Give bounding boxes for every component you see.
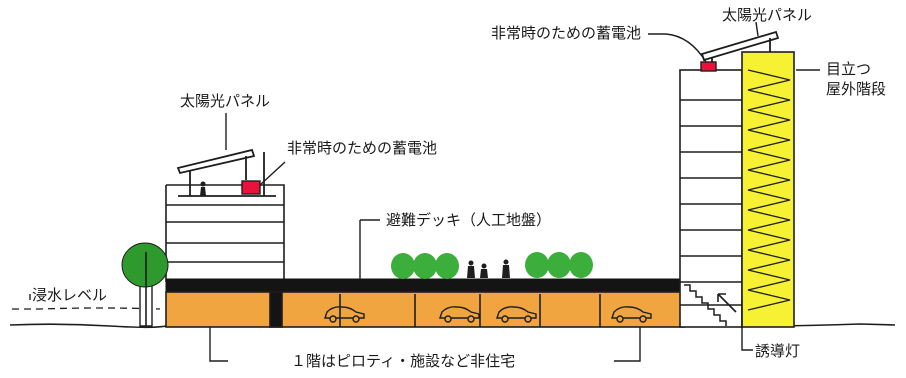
label-solar-panel-left: 太陽光パネル bbox=[180, 92, 271, 110]
tree-icon bbox=[121, 242, 169, 327]
ground-floor bbox=[165, 291, 685, 328]
label-guide-light: 誘導灯 bbox=[755, 342, 801, 360]
leader-lines bbox=[29, 21, 820, 362]
person-icon bbox=[200, 181, 206, 196]
left-building bbox=[165, 184, 285, 283]
battery-right bbox=[700, 61, 717, 72]
shrub-icon bbox=[391, 253, 459, 279]
entry-steps bbox=[684, 284, 727, 326]
person-icon bbox=[467, 259, 510, 278]
car-icon bbox=[439, 306, 480, 323]
label-stairs-line2: 屋外階段 bbox=[826, 80, 887, 98]
left-solar-panel bbox=[176, 148, 276, 197]
flood-level-line bbox=[12, 307, 161, 310]
right-building bbox=[679, 69, 743, 328]
label-battery-left: 非常時のための蓄電池 bbox=[287, 139, 438, 157]
label-solar-panel-right: 太陽光パネル bbox=[722, 6, 813, 24]
label-ground-floor: １階はピロティ・施設など非住宅 bbox=[291, 352, 516, 370]
battery-left bbox=[241, 180, 261, 195]
label-evacuation-deck: 避難デッキ（人工地盤） bbox=[386, 211, 552, 229]
car-icon bbox=[496, 306, 537, 323]
car-icon bbox=[324, 306, 365, 323]
label-battery-right: 非常時のための蓄電池 bbox=[491, 24, 642, 42]
stair-tower bbox=[741, 51, 795, 328]
arrow-icon bbox=[717, 293, 737, 313]
car-icon bbox=[611, 306, 652, 323]
label-flood-level: 浸水レベル bbox=[32, 286, 108, 304]
label-stairs-line1: 目立つ bbox=[826, 60, 872, 78]
ground-line bbox=[9, 323, 896, 329]
shrub-icon bbox=[525, 252, 593, 278]
